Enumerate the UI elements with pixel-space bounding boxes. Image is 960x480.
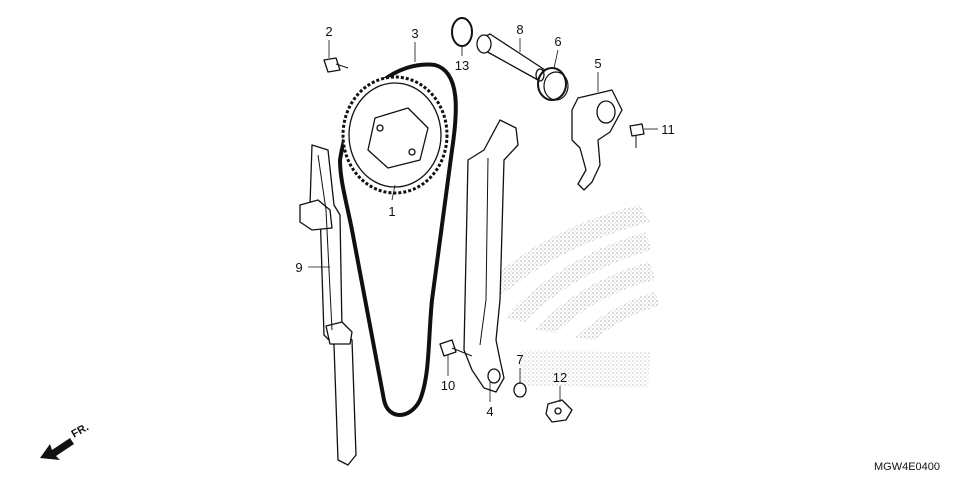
nut bbox=[545, 399, 573, 423]
callout-labels: 1 2 3 4 5 6 7 8 9 10 11 12 13 bbox=[295, 22, 674, 419]
tensioner-arm bbox=[571, 89, 623, 191]
callout-7: 7 bbox=[516, 352, 523, 367]
callout-13: 13 bbox=[455, 58, 469, 73]
callout-6: 6 bbox=[554, 34, 561, 49]
callout-9: 9 bbox=[295, 260, 302, 275]
front-arrow-icon: FR. bbox=[40, 421, 91, 460]
callout-11: 11 bbox=[661, 122, 675, 137]
callout-8: 8 bbox=[516, 22, 523, 37]
direction-label: FR. bbox=[70, 421, 91, 440]
callout-5: 5 bbox=[594, 56, 601, 71]
o-ring bbox=[451, 17, 473, 47]
drawing-code: MGW4E0400 bbox=[874, 461, 940, 473]
arm-bolt bbox=[629, 123, 645, 148]
cam-chain-guide bbox=[299, 144, 357, 466]
wing-logo-watermark bbox=[470, 205, 660, 388]
collar bbox=[513, 382, 527, 398]
callout-4: 4 bbox=[486, 404, 493, 419]
leader-lines bbox=[308, 38, 658, 402]
callout-1: 1 bbox=[388, 204, 395, 219]
callout-2: 2 bbox=[325, 24, 332, 39]
tensioner-pivot-pin bbox=[476, 33, 546, 82]
tensioner-spring bbox=[537, 67, 569, 101]
callout-12: 12 bbox=[553, 370, 567, 385]
cam-sprocket bbox=[341, 75, 449, 195]
tensioner-slider bbox=[463, 119, 519, 393]
callout-10: 10 bbox=[441, 378, 455, 393]
callout-3: 3 bbox=[411, 26, 418, 41]
cam-chain bbox=[338, 62, 458, 417]
sprocket-bolt bbox=[323, 57, 349, 73]
slider-bolt bbox=[439, 339, 473, 357]
